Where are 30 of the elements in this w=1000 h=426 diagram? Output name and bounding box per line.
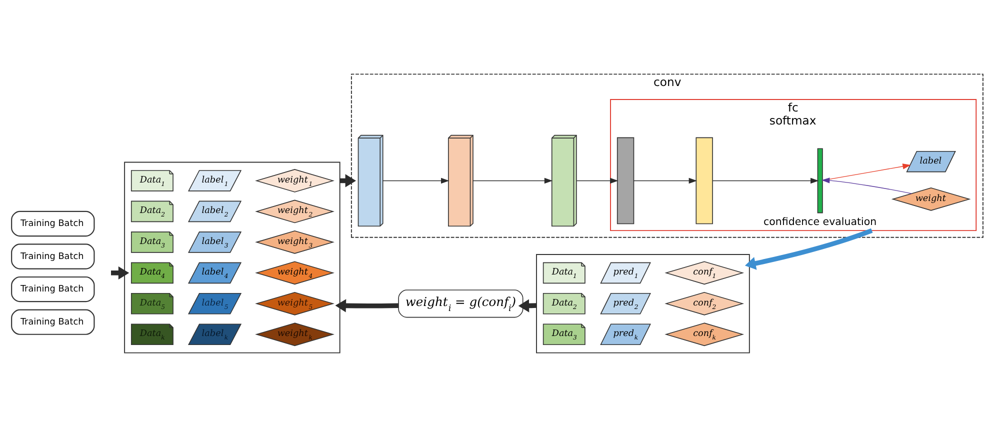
node-diamond: weight$_{1}$ bbox=[255, 168, 334, 192]
arrow bbox=[472, 177, 553, 184]
node-diamond: weight$_{4}$ bbox=[255, 260, 334, 284]
arrow bbox=[821, 177, 912, 194]
node-diamond: weight$_{2}$ bbox=[255, 199, 334, 223]
node-box: Training Batch bbox=[11, 210, 95, 236]
node-box bbox=[616, 136, 634, 224]
node-box: Training Batch bbox=[11, 308, 95, 334]
node-diamond: weight bbox=[891, 186, 971, 210]
edge-label: confidence evaluation bbox=[764, 216, 877, 228]
arrow bbox=[518, 298, 537, 312]
cluster bbox=[536, 254, 750, 353]
arrow bbox=[634, 177, 698, 184]
arrow bbox=[576, 177, 618, 184]
node-diamond: weight$_{5}$ bbox=[255, 291, 334, 315]
node-diamond: conf$_{2}$ bbox=[664, 291, 744, 315]
node-diamond: weight$_{k}$ bbox=[255, 322, 334, 346]
node-box: Training Batch bbox=[11, 243, 95, 269]
node-box bbox=[696, 136, 713, 224]
cluster bbox=[124, 161, 340, 353]
node-box: weight$_{i}$ = g(conf$_{i}$) bbox=[398, 289, 524, 318]
node-diamond: conf$_{1}$ bbox=[664, 260, 744, 284]
node-bar bbox=[817, 148, 823, 213]
node-diamond: conf$_{k}$ bbox=[664, 322, 744, 346]
node-diamond: weight$_{3}$ bbox=[255, 230, 334, 254]
arrow bbox=[335, 298, 398, 312]
arrow bbox=[382, 177, 450, 184]
arrow bbox=[111, 266, 130, 279]
node-box: Training Batch bbox=[11, 276, 95, 302]
arrow bbox=[712, 177, 819, 184]
